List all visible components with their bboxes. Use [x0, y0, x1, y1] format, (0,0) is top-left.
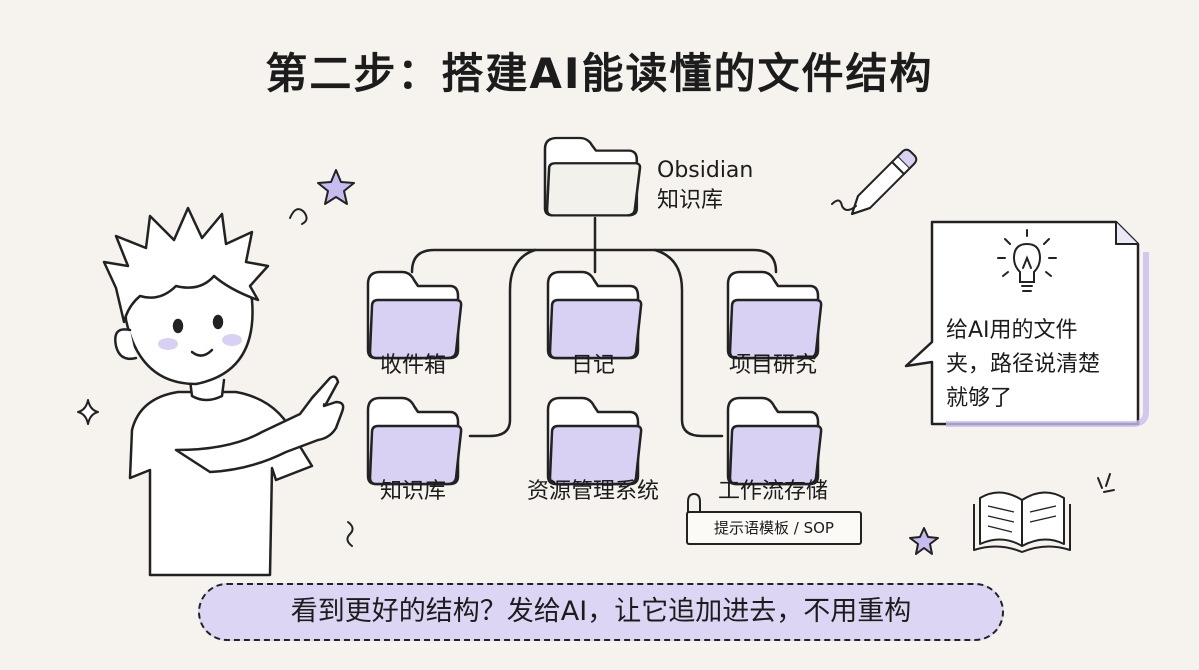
- root-folder-icon: [543, 136, 642, 217]
- folder-label-workflow: 工作流存储: [717, 479, 828, 504]
- folder-label-diary: 日记: [570, 353, 615, 378]
- speech-bubble: [904, 220, 1149, 427]
- sparkle-icon: [289, 208, 1115, 547]
- root-folder-label: Obsidian 知识库: [657, 156, 753, 215]
- banner-text: 看到更好的结构？发给AI，让它追加进去，不用重构: [290, 596, 912, 627]
- folder-icon-diary: [546, 270, 643, 360]
- note-bubble-text: 给AI用的文件夹，路径说清楚就够了: [946, 318, 1101, 412]
- folder-label-knowledge: 知识库: [379, 479, 446, 504]
- pencil-icon: [831, 148, 918, 215]
- star-icon: [909, 527, 939, 555]
- attachment-tag: 提示语模板 / SOP: [686, 511, 862, 545]
- folder-icon-workflow: [726, 396, 823, 486]
- bottom-banner: 看到更好的结构？发给AI，让它追加进去，不用重构: [198, 583, 1004, 641]
- sparkle-icon: [77, 399, 99, 425]
- folder-icon-resources: [546, 396, 643, 486]
- root-folder-name: Obsidian: [657, 158, 754, 183]
- folder-label-resources: 资源管理系统: [526, 479, 659, 504]
- folder-icon-knowledge: [366, 396, 463, 486]
- folder-icon-projects: [726, 270, 823, 360]
- star-icon: [317, 169, 355, 205]
- boy-character-illustration: [102, 206, 345, 577]
- root-folder-subtitle: 知识库: [657, 187, 724, 213]
- page-title: 第二步：搭建AI能读懂的文件结构: [265, 49, 934, 98]
- folder-label-inbox: 收件箱: [379, 353, 446, 378]
- lightbulb-icon: [997, 229, 1057, 292]
- folder-label-projects: 项目研究: [728, 353, 817, 378]
- folder-icon-inbox: [366, 270, 463, 360]
- tree-connectors: [410, 216, 778, 438]
- open-book-icon: [973, 491, 1071, 553]
